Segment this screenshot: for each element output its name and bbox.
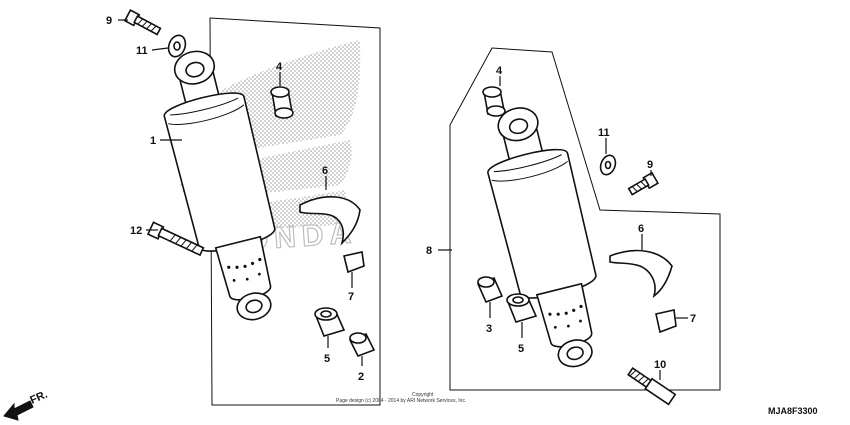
bolt-9-left	[123, 9, 162, 36]
callout-5-left: 5	[324, 353, 330, 365]
front-direction-indicator: FR.	[3, 389, 49, 421]
leader-11-left	[151, 47, 169, 51]
callout-9-right: 9	[647, 159, 653, 171]
callout-3: 3	[486, 323, 492, 335]
plate-7-left	[343, 251, 365, 274]
bolt-9-right	[627, 171, 660, 196]
right-assembly-frame	[449, 47, 721, 391]
collar-3	[476, 276, 504, 304]
collar-2	[348, 332, 376, 358]
front-direction-label: FR.	[28, 389, 49, 407]
shock-absorber-8	[487, 107, 597, 368]
front-arrow-icon	[3, 400, 34, 421]
shock-absorber-1	[163, 50, 276, 321]
callout-8: 8	[426, 245, 432, 257]
bushing-5-left	[314, 307, 346, 337]
callout-11-right: 11	[598, 127, 610, 139]
stopper-ring-6-right	[609, 249, 673, 299]
left-assembly-frame	[209, 17, 381, 406]
stopper-ring-6-left	[299, 195, 361, 246]
callout-7-left: 7	[348, 291, 354, 303]
bushing-5-right	[506, 293, 538, 323]
bushing-4-right	[482, 86, 506, 117]
callout-10: 10	[654, 359, 666, 371]
copyright-line-1: Copyright	[412, 392, 434, 398]
copyright-line-2: Page design (c) 2004 - 2014 by ARI Netwo…	[336, 398, 466, 404]
left-shock-assembly: 9 11 4 1 6 12 7 5 2	[106, 9, 381, 406]
callout-6-right: 6	[638, 223, 644, 235]
callout-9-left: 9	[106, 15, 112, 27]
damper-holes-right	[548, 304, 583, 329]
washer-11-left	[167, 34, 187, 58]
bushing-4-left	[270, 86, 294, 119]
callout-6-left: 6	[322, 165, 328, 177]
callout-11-left: 11	[136, 45, 148, 57]
diagram-code: MJA8F3300	[768, 406, 818, 416]
callout-12: 12	[130, 225, 142, 237]
washer-11-right	[599, 154, 617, 176]
callout-1: 1	[150, 135, 156, 147]
callout-2: 2	[358, 371, 364, 383]
callout-5-right: 5	[518, 343, 524, 355]
damper-holes	[227, 257, 262, 282]
right-shock-assembly: 4 11 9 8 6 7 3 5 10	[426, 47, 721, 406]
callout-4-left: 4	[276, 61, 283, 73]
stud-bolt-10	[627, 367, 677, 406]
plate-7-right	[655, 309, 677, 334]
callout-4-right: 4	[496, 65, 503, 77]
callout-7-right: 7	[690, 313, 696, 325]
